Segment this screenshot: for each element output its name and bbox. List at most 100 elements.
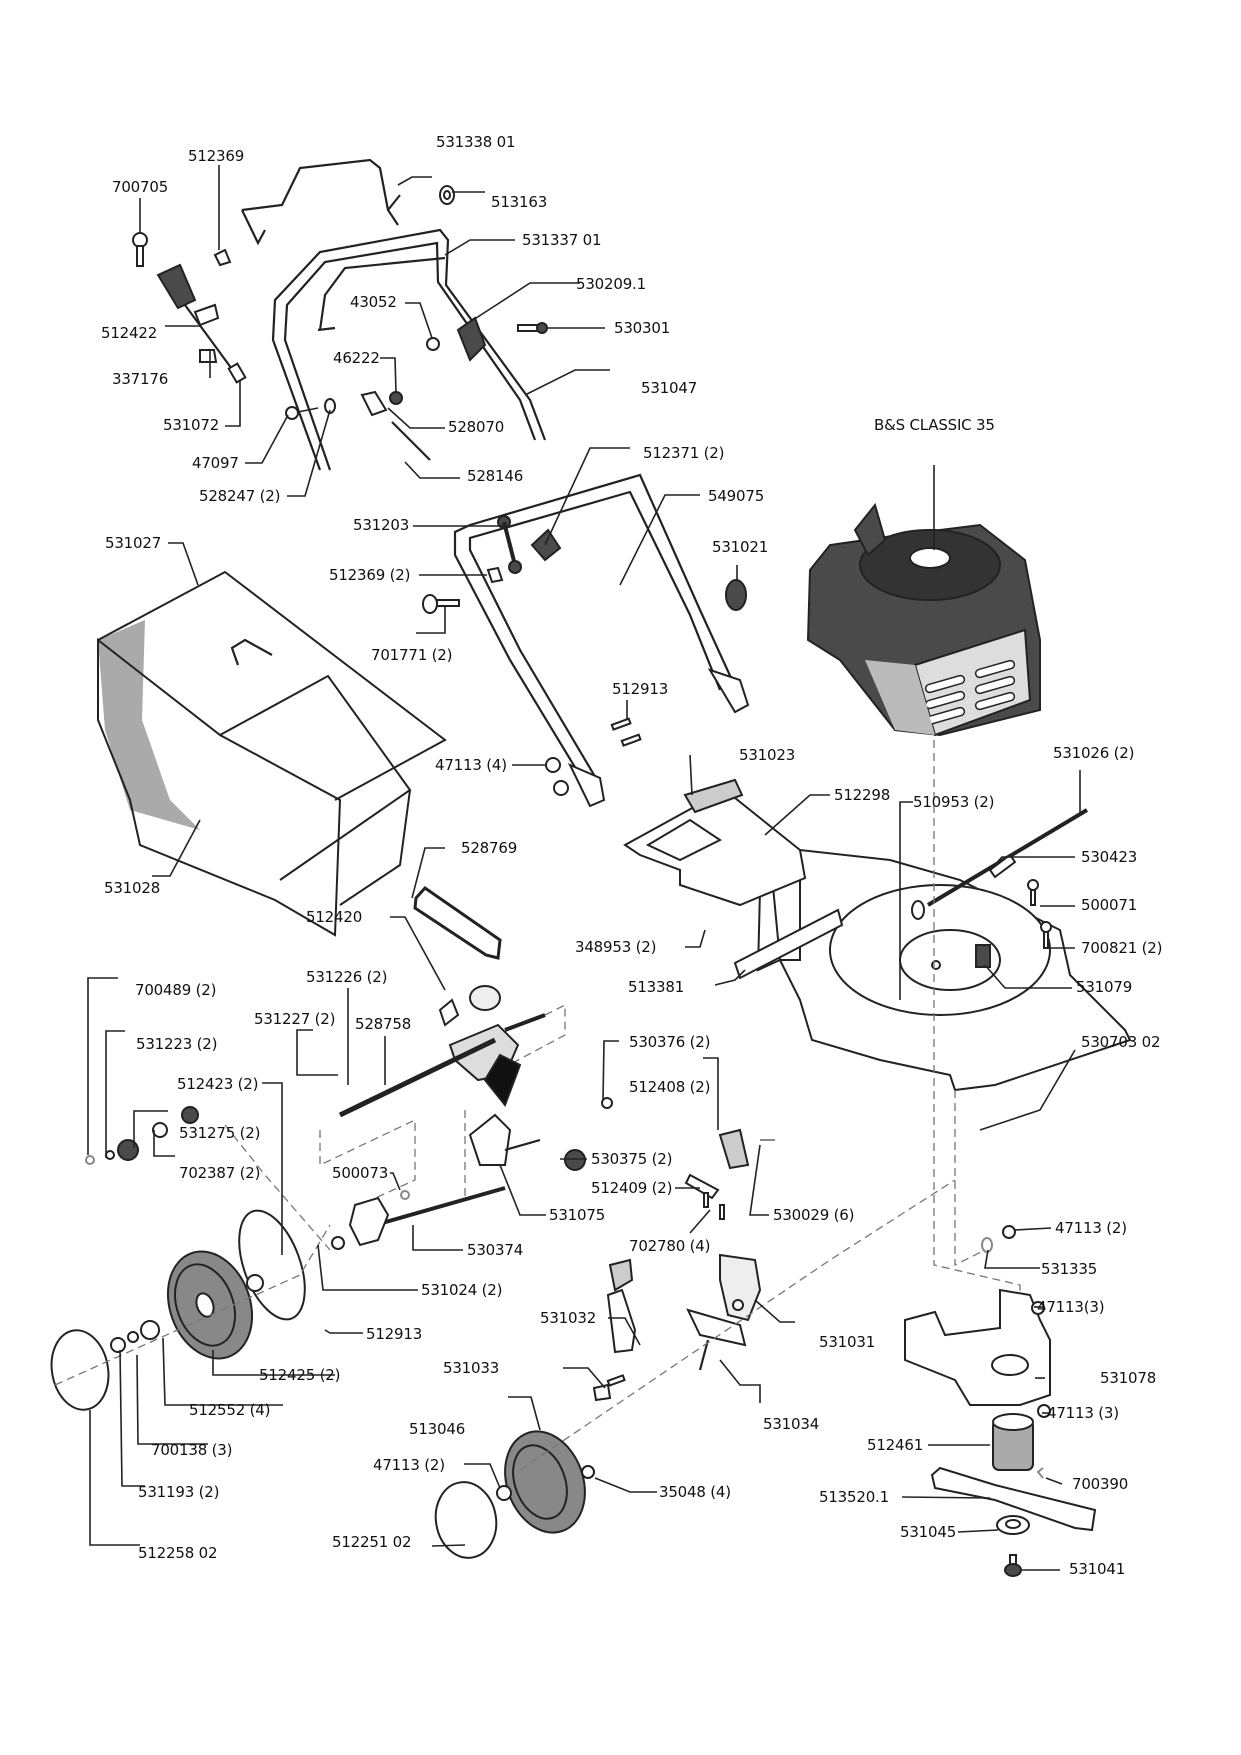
part-label: 530301 (614, 319, 671, 337)
blade-513520 (930, 1466, 1097, 1532)
engine-title: B&S CLASSIC 35 (874, 416, 995, 434)
rear-wheel-513046 (504, 1430, 586, 1534)
part-label: 531226 (2) (306, 968, 388, 986)
part-label: 348953 (2) (575, 938, 657, 956)
hubcap-512251 (434, 1481, 498, 1559)
hub-512461 (992, 1413, 1034, 1471)
part-label: 531045 (900, 1523, 957, 1541)
part-label: 531023 (739, 746, 796, 764)
part-label: 531027 (105, 534, 162, 552)
nut-43052 (426, 337, 440, 351)
cable-lever (456, 316, 487, 362)
drive-belt (413, 886, 502, 960)
part-label: 531338 01 (436, 133, 516, 151)
part-label: 530209.1 (576, 275, 646, 293)
screws-702780 (703, 1192, 725, 1220)
height-lever-531032 (606, 1258, 637, 1354)
nut-47113-3-mid (1037, 1404, 1051, 1418)
wheel-adjust-512408 (718, 1128, 750, 1170)
nut-500073 (400, 1190, 410, 1200)
part-label: 512423 (2) (177, 1075, 259, 1093)
mower-deck (756, 848, 1132, 1092)
part-label: 512422 (101, 324, 158, 342)
bolt-531033 (592, 1374, 626, 1402)
part-label: 500071 (1081, 896, 1138, 914)
part-label: 512913 (612, 680, 669, 698)
part-label: 513520.1 (819, 1488, 889, 1506)
bolt-700821 (1040, 921, 1052, 949)
part-label: 702387 (2) (179, 1164, 261, 1182)
blade-adapter-531078 (904, 1288, 1051, 1406)
part-label: 528247 (2) (199, 487, 281, 505)
bracket-528070 (360, 390, 388, 417)
washer-528247 (324, 398, 336, 414)
part-label: 512408 (2) (629, 1078, 711, 1096)
part-label: 531335 (1041, 1260, 1098, 1278)
engine (806, 502, 1041, 737)
part-label: 531193 (2) (138, 1483, 220, 1501)
washer-35048 (581, 1465, 595, 1479)
part-label: 531275 (2) (179, 1124, 261, 1142)
part-label: 512913 (366, 1325, 423, 1343)
part-label: 530703 02 (1081, 1033, 1161, 1051)
part-label: 528146 (467, 467, 524, 485)
part-label: 512258 02 (138, 1544, 218, 1562)
part-label: 531072 (163, 416, 220, 434)
part-label: 531021 (712, 538, 769, 556)
part-label: 512409 (2) (591, 1179, 673, 1197)
part-label: 512552 (4) (189, 1401, 271, 1419)
bolt-701771 (422, 594, 460, 614)
bolt-700705 (132, 232, 148, 267)
part-label: 528758 (355, 1015, 412, 1033)
part-label: 531024 (2) (421, 1281, 503, 1299)
drive-shaft-528758 (338, 1013, 546, 1118)
upper-handle-bar (241, 158, 401, 246)
top-handle-bar (271, 228, 547, 471)
part-label: 531079 (1076, 978, 1133, 996)
rear-axle-530374 (374, 1186, 506, 1227)
cable-528146 (391, 421, 431, 461)
washer-531335 (981, 1237, 993, 1253)
part-label: 702780 (4) (629, 1237, 711, 1255)
part-label: 531203 (353, 516, 410, 534)
lower-handle (453, 473, 750, 808)
part-label: 549075 (708, 487, 765, 505)
part-label: 512251 02 (332, 1533, 412, 1551)
washer-513163 (439, 185, 455, 205)
part-label: 531033 (443, 1359, 500, 1377)
part-label: 500073 (332, 1164, 389, 1182)
nut-47113-2-deck (1002, 1225, 1016, 1239)
dashed-guide-gearbox (489, 1003, 566, 1076)
part-label: 47097 (192, 454, 239, 472)
washer-530376 (601, 1097, 613, 1109)
height-lever-531031 (719, 1253, 762, 1322)
knob-512371 (530, 528, 562, 562)
part-label: 513163 (491, 193, 548, 211)
part-label: 700705 (112, 178, 169, 196)
part-label: 528070 (448, 418, 505, 436)
part-label: 531026 (2) (1053, 744, 1135, 762)
part-label: 531227 (2) (254, 1010, 336, 1028)
nut-337176 (199, 349, 218, 363)
part-label: 701771 (2) (371, 646, 453, 664)
part-label: 531075 (549, 1206, 606, 1224)
clip-512369-pair (486, 566, 504, 584)
axle-plate-531024 (331, 1196, 390, 1250)
part-label: 337176 (112, 370, 169, 388)
part-label: 531032 (540, 1309, 597, 1327)
spring-512422 (156, 263, 241, 381)
nut-46222 (389, 391, 403, 405)
part-label: 531223 (2) (136, 1035, 218, 1053)
grass-catcher (97, 570, 447, 937)
part-label: 510953 (2) (913, 793, 995, 811)
part-label: 531034 (763, 1415, 820, 1433)
bolt-500071 (1027, 879, 1039, 906)
part-label: 700390 (1072, 1475, 1129, 1493)
cable-end-531072 (227, 362, 247, 384)
part-label: 531337 01 (522, 231, 602, 249)
part-label: 513046 (409, 1420, 466, 1438)
part-label: 531041 (1069, 1560, 1126, 1578)
bolts-512913 (610, 717, 642, 747)
part-label: 513381 (628, 978, 685, 996)
